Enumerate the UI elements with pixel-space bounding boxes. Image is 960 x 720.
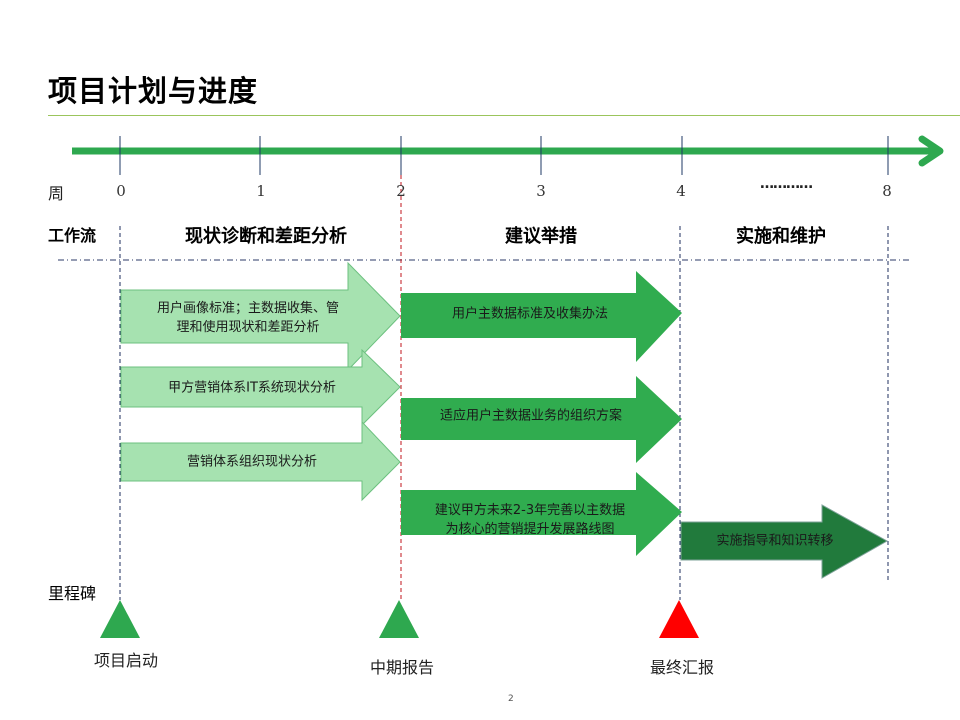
milestone-final-icon[interactable] — [659, 600, 699, 638]
task-arrow-phase1-2[interactable] — [120, 348, 401, 427]
task-text-line: 用户画像标准；主数据收集、管 — [156, 301, 340, 316]
task-text-line: 甲方营销体系IT系统现状分析 — [168, 380, 336, 396]
task-arrow-phase1-1[interactable] — [120, 261, 401, 372]
task-text-phase2-1: 用户主数据标准及收集办法 — [452, 305, 608, 324]
tick-label-0: 0 — [116, 182, 126, 200]
task-text-phase1-3: 营销体系组织现状分析 — [187, 453, 317, 472]
milestone-kickoff-label: 项目启动 — [93, 651, 159, 670]
task-arrow-phase2-1[interactable] — [401, 271, 682, 362]
task-text-line: 用户主数据标准及收集办法 — [451, 306, 609, 322]
task-text-line: 营销体系组织现状分析 — [186, 454, 318, 470]
milestone-midterm-label: 中期报告 — [369, 658, 435, 677]
timeline-arrowhead-icon — [918, 135, 944, 167]
page-number: 2 — [508, 694, 514, 704]
workflow-label: 工作流 — [48, 226, 97, 245]
milestone-final-label: 最终汇报 — [649, 658, 715, 677]
task-text-line: 为核心的营销提升发展路线图 — [445, 522, 615, 537]
milestone-label: 里程碑 — [48, 584, 97, 603]
task-arrow-phase2-2[interactable] — [401, 376, 682, 463]
task-text-phase3-1: 实施指导和知识转移 — [716, 532, 833, 551]
phase-implementation: 实施和维护 — [736, 226, 826, 247]
task-text-phase1-2: 甲方营销体系IT系统现状分析 — [168, 379, 336, 398]
phase-recommendations: 建议举措 — [505, 226, 577, 247]
tick-label-3: 3 — [536, 182, 546, 200]
task-text-line: 建议甲方未来2-3年完善以主数据 — [434, 503, 626, 518]
phase-diagnosis: 现状诊断和差距分析 — [185, 226, 347, 247]
week-axis-label: 周 — [48, 184, 65, 203]
title-divider — [48, 115, 960, 116]
task-arrow-phase3-1[interactable] — [680, 504, 889, 579]
milestone-kickoff-icon[interactable] — [100, 600, 140, 638]
tick-label-4: 4 — [676, 182, 686, 200]
task-text-line: 实施指导和知识转移 — [716, 533, 834, 549]
tick-label-8: 8 — [882, 182, 892, 200]
milestone-midterm-icon[interactable] — [379, 600, 419, 638]
task-arrow-phase2-3[interactable] — [401, 472, 682, 556]
task-text-line: 适应用户主数据业务的组织方案 — [439, 408, 623, 424]
task-arrow-phase1-3[interactable] — [120, 420, 401, 502]
page-title: 项目计划与进度 — [48, 74, 259, 108]
tick-label-1: 1 — [256, 182, 266, 200]
tick-label-2: 2 — [396, 182, 406, 200]
timeline-ellipsis: ………… — [760, 176, 813, 192]
task-text-line: 理和使用现状和差距分析 — [176, 320, 320, 335]
task-text-phase2-2: 适应用户主数据业务的组织方案 — [440, 407, 622, 426]
task-text-phase1-1: 用户画像标准；主数据收集、管 理和使用现状和差距分析 — [157, 299, 339, 337]
task-text-phase2-3: 建议甲方未来2-3年完善以主数据 为核心的营销提升发展路线图 — [435, 501, 625, 539]
